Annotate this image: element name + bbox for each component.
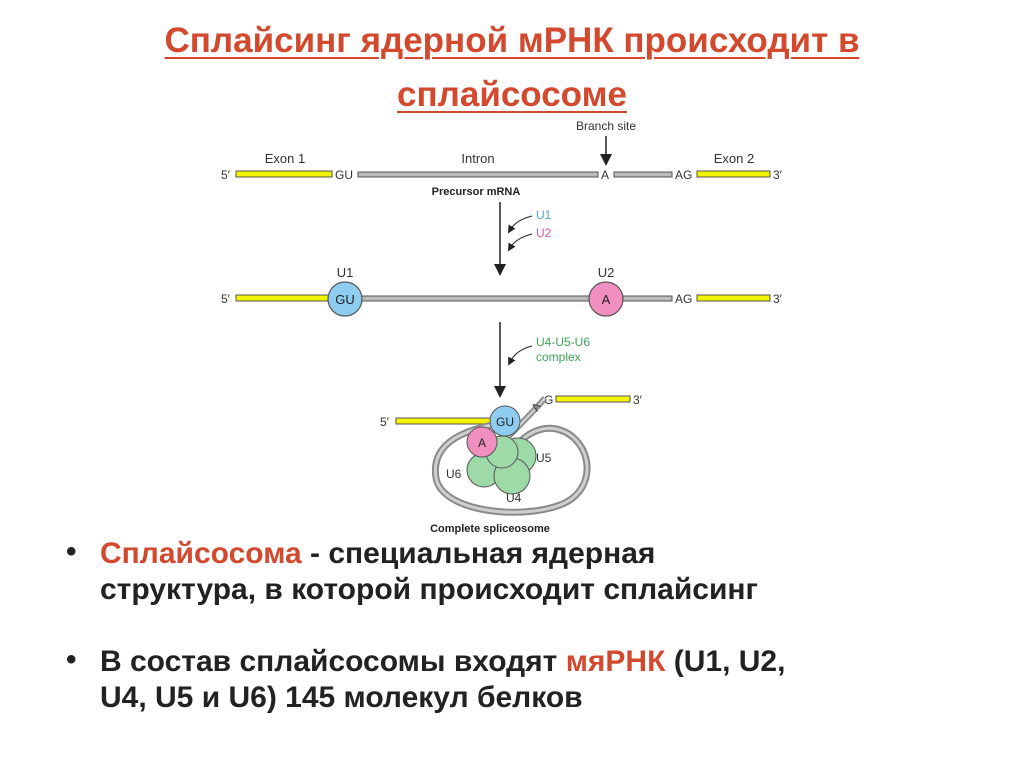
bullet-spliceosome-composition: • В состав сплайсосомы входят мяРНК (U1,… (60, 643, 980, 716)
u2-incoming-arrow (507, 233, 533, 252)
row1-exon2-bar (696, 170, 771, 178)
row2-exon1-bar (235, 294, 333, 302)
row1-ag: AG (675, 168, 692, 182)
u1-incoming-label: U1 (536, 208, 552, 222)
u6-label: U6 (446, 467, 462, 481)
definition-line1: - специальная ядерная (301, 537, 656, 570)
row1-gu: GU (335, 168, 353, 182)
row2-ag: AG (675, 292, 692, 306)
branch-site-label: Branch site (576, 119, 636, 133)
intron-lariat-inner (433, 423, 589, 514)
row2-exon2-bar (696, 294, 771, 302)
row3-u2-snrnp (466, 426, 498, 458)
row1-five-prime: 5′ (221, 168, 231, 182)
exon1-label: Exon 1 (265, 151, 305, 166)
precursor-label: Precursor mRNA (432, 186, 521, 198)
u5-label: U5 (536, 451, 552, 465)
row1-exon1-bar (235, 170, 333, 178)
composition-before: В состав сплайсосомы входят (100, 645, 566, 678)
row2-a: A (602, 292, 611, 307)
composition-after: (U1, U2, (665, 645, 786, 678)
u1-incoming-arrow (507, 215, 533, 234)
row2-u1-label: U1 (337, 265, 354, 280)
bullet-spliceosome-definition: • Сплайсосома - специальная ядерная стру… (60, 535, 980, 608)
row1-a: A (601, 168, 609, 182)
row2-u2-snrnp (588, 281, 624, 317)
row2-intron-bar (357, 295, 599, 302)
row3-five-prime: 5′ (380, 415, 390, 429)
u4-label: U4 (506, 491, 522, 505)
complex-incoming-arrow (508, 345, 533, 366)
row2-u1-snrnp (327, 281, 363, 317)
row1-three-prime: 3′ (773, 168, 783, 182)
row2-five-prime: 5′ (221, 292, 231, 306)
term-spliceosome: Сплайсосома (100, 537, 302, 570)
row3-three-prime: 3′ (633, 393, 643, 407)
row3-exon2-bar (555, 395, 631, 403)
row2-u2-label: U2 (598, 265, 615, 280)
title-line-1: Сплайсинг ядерной мРНК происходит в (164, 21, 860, 60)
term-snrna: мяРНК (565, 645, 666, 678)
row2-three-prime: 3′ (773, 292, 783, 306)
row3-a: A (478, 436, 486, 450)
bullet-dot: • (66, 535, 77, 568)
row2-gu: GU (335, 292, 355, 307)
row3-exon1-bar (395, 417, 493, 425)
definition-line2: структура, в которой происходит сплайсин… (100, 573, 759, 606)
row1-intron-bar-2 (613, 171, 673, 178)
slide-title: Сплайсинг ядерной мРНК происходит в спла… (0, 14, 1024, 122)
row3-gu: GU (496, 415, 514, 429)
row3-u1-snrnp (489, 405, 521, 437)
complex-label-line1: U4-U5-U6 (536, 335, 590, 349)
complex-label-line2: complex (536, 350, 581, 364)
row3-g: G (544, 393, 553, 407)
title-line-2: сплайсосоме (397, 75, 627, 114)
bullet-list: • Сплайсосома - специальная ядерная стру… (60, 535, 980, 752)
complete-spliceosome-label: Complete spliceosome (430, 523, 550, 535)
exon2-label: Exon 2 (714, 151, 754, 166)
intron-label: Intron (461, 151, 494, 166)
intron-tail-inner (504, 397, 546, 441)
row1-intron-bar (357, 171, 599, 178)
composition-line2: U4, U5 и U6) 145 молекул белков (100, 681, 583, 714)
u2-incoming-label: U2 (536, 226, 552, 240)
bullet-dot: • (66, 643, 77, 676)
